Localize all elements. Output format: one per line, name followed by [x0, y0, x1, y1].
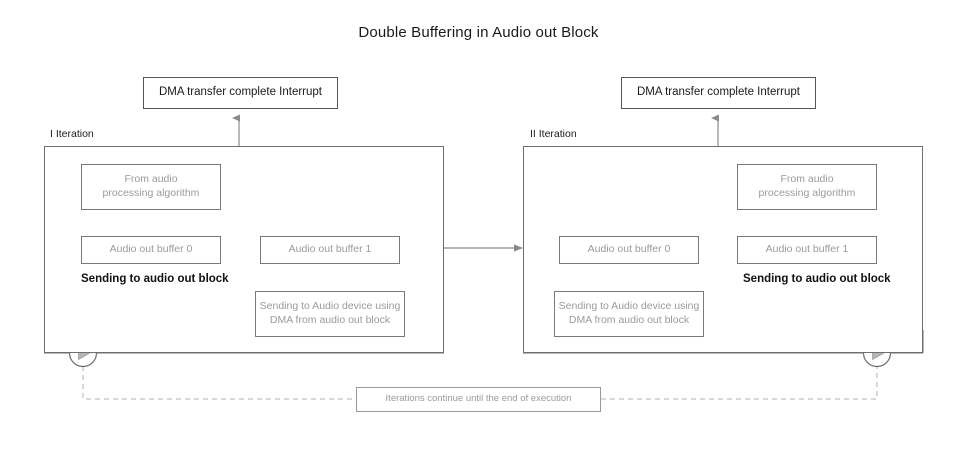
dma-buffer-box-1: Audio out buffer 1 — [260, 236, 400, 264]
dma-transfer-text-1: Sending to Audio device using DMA from a… — [260, 300, 401, 328]
active-buffer-label-2: Audio out buffer 1 — [765, 243, 849, 256]
page-title: Double Buffering in Audio out Block — [358, 24, 599, 41]
processing-algorithm-box-1: From audio processing algorithm — [81, 164, 221, 210]
processing-line-1a: From audio — [124, 173, 178, 186]
dma-line-2a: Sending to Audio device using — [558, 300, 700, 313]
interrupt-label-2: DMA transfer complete Interrupt — [637, 86, 800, 99]
dma-line-1a: Sending to Audio device using — [259, 300, 401, 313]
processing-algorithm-box-2: From audio processing algorithm — [737, 164, 877, 210]
processing-line-2b: processing algorithm — [758, 187, 856, 199]
sending-to-audio-out-label-1: Sending to audio out block — [81, 273, 229, 285]
dma-transfer-text-2: Sending to Audio device using DMA from a… — [559, 300, 700, 328]
interrupt-label-1: DMA transfer complete Interrupt — [159, 86, 322, 99]
interrupt-box-2: DMA transfer complete Interrupt — [621, 77, 816, 109]
processing-line-2a: From audio — [780, 173, 834, 186]
loop-note-label: Iterations continue until the end of exe… — [385, 393, 572, 405]
dma-transfer-box-1: Sending to Audio device using DMA from a… — [255, 291, 405, 337]
dma-buffer-box-2: Audio out buffer 0 — [559, 236, 699, 264]
processing-algorithm-text-2: From audio processing algorithm — [759, 173, 856, 201]
dma-line-2b: DMA from audio out block — [568, 314, 690, 326]
dma-buffer-label-2: Audio out buffer 0 — [587, 243, 671, 256]
active-buffer-box-1: Audio out buffer 0 — [81, 236, 221, 264]
dma-buffer-label-1: Audio out buffer 1 — [288, 243, 372, 256]
loop-dashed-right — [601, 366, 878, 400]
dma-line-1b: DMA from audio out block — [269, 314, 391, 326]
loop-dashed-left — [82, 366, 356, 400]
active-buffer-box-2: Audio out buffer 1 — [737, 236, 877, 264]
processing-line-1b: processing algorithm — [102, 187, 200, 199]
interrupt-box-1: DMA transfer complete Interrupt — [143, 77, 338, 109]
dma-transfer-box-2: Sending to Audio device using DMA from a… — [554, 291, 704, 337]
iteration-label-1: I Iteration — [50, 128, 94, 140]
iteration-label-2: II Iteration — [530, 128, 577, 140]
active-buffer-label-1: Audio out buffer 0 — [109, 243, 193, 256]
loop-note-box: Iterations continue until the end of exe… — [356, 387, 601, 412]
sending-to-audio-out-label-2: Sending to audio out block — [743, 273, 891, 285]
processing-algorithm-text-1: From audio processing algorithm — [103, 173, 200, 201]
